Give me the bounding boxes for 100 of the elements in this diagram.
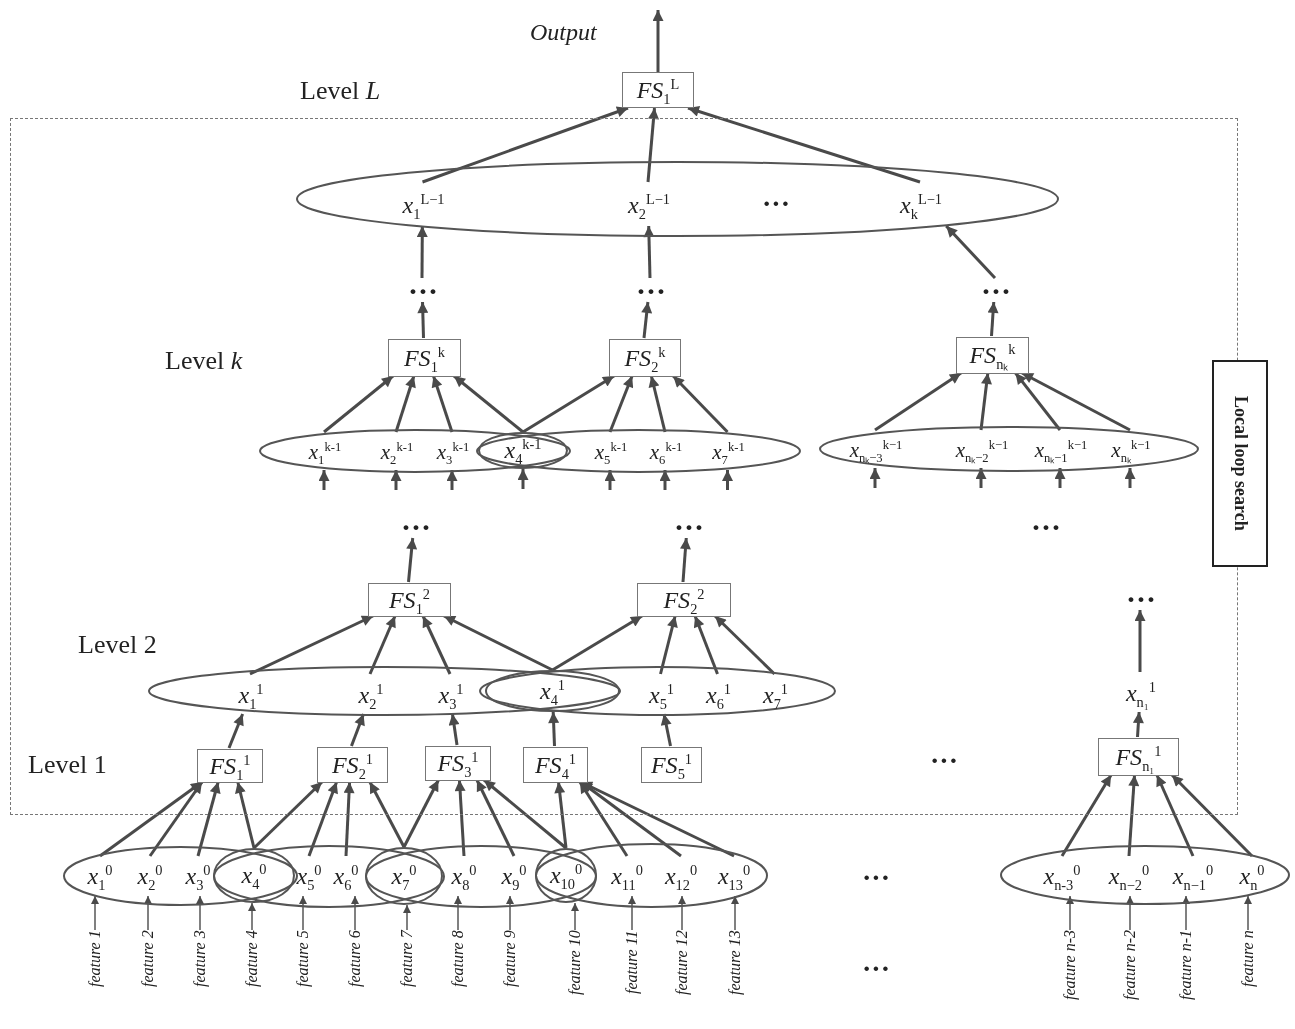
arrow — [869, 468, 881, 488]
arrow — [659, 470, 671, 490]
arrow — [648, 375, 667, 433]
arrow — [554, 781, 568, 849]
arrow — [1066, 895, 1074, 931]
arrow — [1124, 468, 1136, 488]
arrow — [987, 301, 999, 337]
arrow — [652, 10, 664, 72]
arrow — [506, 895, 514, 931]
arrow — [551, 614, 643, 672]
arrow — [91, 895, 99, 931]
group-ellipse — [479, 666, 836, 716]
arrow — [307, 781, 339, 857]
arrow — [453, 374, 524, 434]
feature-label: feature 3 — [188, 930, 212, 1014]
feature-label: feature n — [1236, 930, 1260, 1014]
ellipsis-label: ··· — [667, 515, 711, 539]
group-ellipse — [296, 161, 1059, 237]
ellipsis-label: ··· — [862, 862, 890, 894]
side-label-box: Local loop search — [1212, 360, 1268, 567]
arrow — [249, 614, 374, 676]
feature-label: feature 11 — [620, 930, 644, 1014]
arrow — [979, 372, 992, 431]
arrow — [578, 781, 629, 857]
arrow — [394, 375, 416, 433]
arrow — [483, 778, 567, 850]
feature-label: feature 2 — [136, 930, 160, 1014]
level-label: Level 2 — [78, 630, 157, 660]
arrow — [350, 713, 365, 747]
arrow — [945, 224, 997, 280]
arrow — [416, 226, 428, 278]
arrow — [323, 374, 394, 434]
feature-label: feature 7 — [395, 930, 419, 1014]
arrow — [403, 904, 411, 931]
ellipsis-label: ··· — [974, 279, 1018, 303]
arrow — [144, 895, 152, 931]
arrow — [604, 470, 616, 490]
group-ellipse — [148, 666, 621, 716]
feature-label: feature 13 — [723, 930, 747, 1014]
arrow — [227, 713, 245, 749]
ellipsis-label: ··· — [1024, 515, 1068, 539]
arrow — [343, 781, 355, 857]
arrow — [975, 468, 987, 488]
arrow — [417, 301, 429, 339]
arrow — [421, 615, 452, 675]
arrow — [1126, 895, 1134, 931]
feature-label: feature n-2 — [1118, 930, 1142, 1014]
arrow — [402, 779, 440, 848]
arrow — [443, 614, 554, 672]
arrow — [693, 615, 719, 675]
arrow — [1155, 774, 1195, 857]
arrow — [641, 301, 653, 339]
arrow — [643, 225, 655, 279]
arrow — [687, 106, 921, 184]
level-label: Level L — [300, 76, 381, 106]
feature-label: feature n-3 — [1058, 930, 1082, 1014]
ellipsis-label: ··· — [1119, 587, 1163, 611]
arrow — [235, 781, 256, 849]
arrow — [318, 470, 330, 490]
arrow — [1060, 774, 1113, 857]
feature-label: feature 10 — [563, 930, 587, 1014]
arrow — [722, 470, 733, 490]
arrow — [475, 779, 516, 857]
group-ellipse — [259, 429, 571, 473]
arrow — [454, 779, 466, 857]
feature-label: feature 12 — [670, 930, 694, 1014]
arrow — [299, 895, 307, 931]
arrow — [390, 470, 402, 490]
group-ellipse — [535, 843, 768, 908]
arrow — [659, 615, 678, 675]
feature-label: feature 8 — [446, 930, 470, 1014]
arrow — [368, 615, 397, 675]
arrow — [368, 781, 406, 848]
group-ellipse — [819, 426, 1199, 472]
feature-label: feature 4 — [240, 930, 264, 1014]
arrow — [252, 780, 324, 850]
arrow — [422, 106, 629, 184]
group-ellipse — [476, 429, 801, 473]
arrow — [522, 374, 615, 434]
arrow — [196, 781, 221, 857]
arrow — [660, 713, 672, 747]
feature-label: feature n-1 — [1174, 930, 1198, 1014]
arrow — [678, 895, 686, 931]
arrow — [431, 375, 454, 433]
arrow — [874, 371, 962, 432]
level-label: Level 1 — [28, 750, 107, 780]
ellipsis-label: ··· — [401, 279, 445, 303]
ellipsis-label: ··· — [394, 515, 438, 539]
ellipsis-label: ··· — [930, 745, 958, 777]
arrow — [446, 470, 458, 490]
ellipsis-label: ··· — [629, 279, 673, 303]
arrow — [1182, 895, 1190, 931]
arrow — [454, 895, 462, 931]
arrow — [628, 895, 636, 931]
arrow — [148, 781, 204, 857]
arrow — [1021, 371, 1131, 432]
ellipsis-label: ··· — [762, 188, 790, 220]
arrow — [351, 895, 359, 931]
arrow — [1127, 774, 1140, 857]
arrow — [679, 537, 691, 583]
